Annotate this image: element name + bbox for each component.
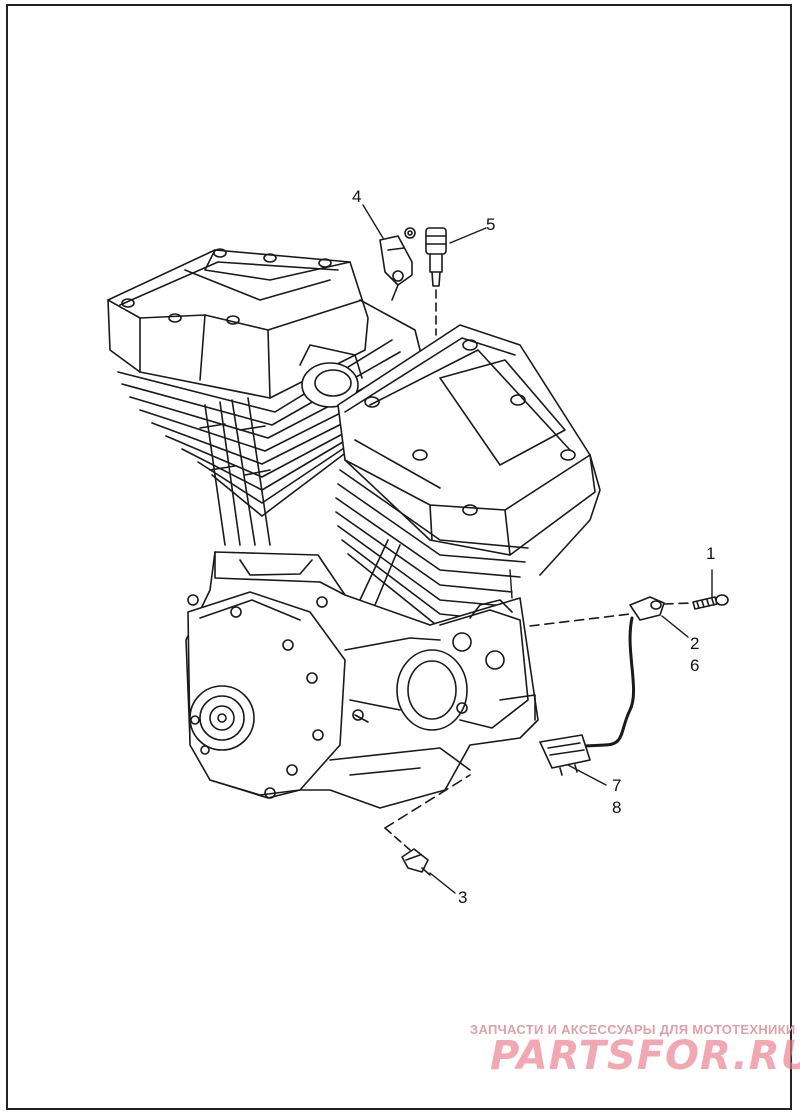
part-5-sender [425,227,447,336]
part-2-sensor-harness [583,596,665,748]
callout-8: 8 [612,798,622,817]
part-4-sensor [379,227,416,301]
starter-motor [396,599,529,731]
part-1-screw [692,594,729,610]
callout-3: 3 [458,888,468,907]
rear-rocker-cover [107,249,369,399]
harness-dash-lines [529,602,694,627]
front-head-bolts [364,339,576,516]
front-cylinder-fins [335,469,529,635]
callout-2: 2 [690,634,700,653]
front-rocker-cover [337,324,601,576]
primary-cover [187,591,346,796]
case-bolts [187,594,364,799]
pushrod-tubes [199,397,271,546]
watermark-tagline: ЗАПЧАСТИ И АКСЕССУАРЫ ДЛЯ МОТОТЕХНИКИ [470,1022,796,1037]
part-7-connector [539,734,591,776]
callout-7: 7 [612,776,622,795]
intake-port [299,344,363,408]
callout-5: 5 [486,215,496,234]
rear-head-bolts [121,248,332,325]
leader-lines [362,204,713,894]
diagram-frame [6,4,792,1110]
watermark-logo: PARTSFOR.RU [490,1033,800,1079]
callout-6: 6 [690,656,700,675]
callout-1: 1 [706,544,716,563]
callout-4: 4 [352,187,362,206]
part-3-switch [384,774,471,876]
